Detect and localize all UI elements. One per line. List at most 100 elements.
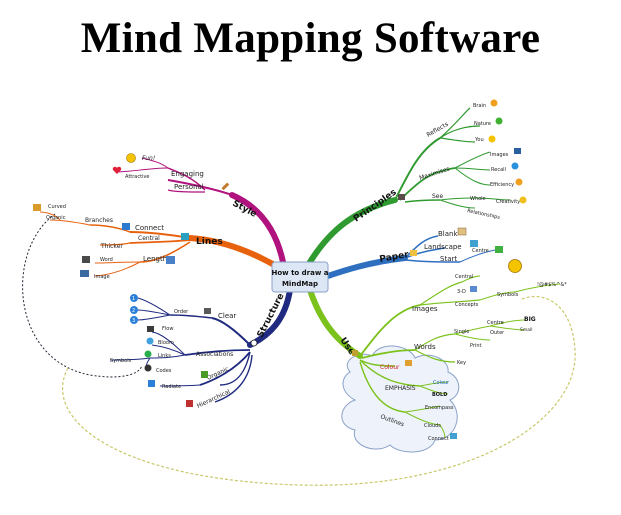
links-icon xyxy=(144,350,152,358)
structure-codes: Codes xyxy=(156,368,172,374)
use-symbols-glyphs: !@#$%^&* xyxy=(537,282,567,288)
branch-principles[interactable]: Principles Reflects Brain Nature You Max… xyxy=(307,99,527,265)
lines-curved: Curved xyxy=(48,204,66,210)
lines-word: Word xyxy=(100,257,113,263)
use-print: Print xyxy=(470,343,482,349)
structure-n2: 2 xyxy=(132,308,135,314)
center-node[interactable]: How to draw a MindMap xyxy=(271,261,329,293)
brain-icon xyxy=(490,99,498,107)
use-symbols: Symbols xyxy=(497,292,519,298)
number-three-icon xyxy=(130,316,138,324)
principles-images: Images xyxy=(490,152,509,158)
structure-n1: 1 xyxy=(132,296,135,302)
structure-symbols: Symbols xyxy=(110,358,132,364)
principles-icon xyxy=(398,194,405,200)
organic-icon xyxy=(201,371,208,378)
branch-lines[interactable]: Lines Connect Branches Curved Organic Ce… xyxy=(33,204,286,280)
principles-see: See xyxy=(432,193,444,200)
branch-style[interactable]: Style Engaging Fun! Attractive Personal xyxy=(112,153,286,265)
bloom-icon xyxy=(146,337,154,345)
use-icon xyxy=(352,350,358,356)
style-attractive: Attractive xyxy=(125,174,150,180)
use-emphasis: EMPHASIS xyxy=(385,385,416,392)
principles-creativity: Creativity xyxy=(496,199,520,205)
center-line1: How to draw a xyxy=(272,269,329,277)
use-concepts: Concepts xyxy=(455,302,479,308)
paper-landscape: Landscape xyxy=(424,243,462,251)
centre-icon xyxy=(495,246,503,253)
lines-image: Image xyxy=(94,274,110,280)
blank-icon xyxy=(457,227,467,236)
principles-you: You xyxy=(474,137,484,143)
dotted-link-lines xyxy=(22,213,143,378)
center-line2: MindMap xyxy=(282,280,318,288)
pen-icon xyxy=(221,182,230,191)
flow-icon xyxy=(147,326,154,332)
principles-brain: Brain xyxy=(473,103,486,109)
number-two-icon xyxy=(130,306,138,314)
branch-structure[interactable]: Structure Clear Order 1 2 3 Associations… xyxy=(109,287,293,410)
structure-associations: Associations xyxy=(196,351,233,358)
structure-n3: 3 xyxy=(132,318,135,324)
dotted-link-structure-use xyxy=(62,296,576,486)
principles-nature: Nature xyxy=(474,121,491,127)
lines-central: Central xyxy=(138,235,160,242)
image-icon xyxy=(80,270,89,277)
paper-centre: Centre xyxy=(472,248,489,254)
connect-cloud-icon xyxy=(450,433,457,439)
nature-icon xyxy=(495,117,503,125)
use-3d: 3-D xyxy=(457,289,466,295)
branch-use[interactable]: Use Images Central 3-D Concepts Symbols … xyxy=(307,274,567,453)
center-box xyxy=(271,261,329,293)
codes-icon xyxy=(144,364,152,372)
use-encompass: Encompass xyxy=(425,405,454,411)
structure-hierarchical: Hierarchical xyxy=(196,388,232,410)
colour-icon xyxy=(405,360,412,366)
structure-bloom: Bloom xyxy=(158,340,174,346)
use-words: Words xyxy=(414,343,436,351)
use-centre: Centre xyxy=(487,320,504,326)
structure-clear: Clear xyxy=(218,312,236,320)
radiate-icon xyxy=(148,380,155,387)
branches-icon xyxy=(33,204,41,211)
branch-paper[interactable]: Paper Blank Landscape Start Centre xyxy=(319,227,522,281)
paper-label: Paper xyxy=(379,250,410,265)
principles-recall: Recall xyxy=(491,167,506,173)
word-icon xyxy=(82,256,90,263)
3d-icon xyxy=(470,286,477,292)
cloud-outline xyxy=(341,345,460,453)
smiley-face-icon xyxy=(508,259,522,273)
use-outer: Outer xyxy=(490,330,505,336)
structure-order: Order xyxy=(174,309,189,315)
landscape-icon xyxy=(470,240,478,247)
number-one-icon xyxy=(130,294,138,302)
structure-flow: Flow xyxy=(162,326,173,332)
use-central: Central xyxy=(455,274,473,280)
use-images: Images xyxy=(412,305,438,313)
principles-efficiency: Efficiency xyxy=(490,182,514,188)
lines-length: Length xyxy=(143,255,167,263)
length-icon xyxy=(166,256,175,264)
smiley-icon xyxy=(126,153,136,163)
lines-branches: Branches xyxy=(85,217,113,224)
style-personal: Personal xyxy=(174,183,204,191)
principles-maximises: Maximises xyxy=(418,166,450,182)
hierarchical-icon xyxy=(186,400,193,407)
use-colour2: Colour xyxy=(433,380,450,386)
page-title: Mind Mapping Software xyxy=(80,15,541,62)
use-big: BIG xyxy=(524,316,536,323)
paper-start: Start xyxy=(440,255,457,263)
recall-icon xyxy=(511,162,519,170)
use-connect: Connect xyxy=(428,436,449,442)
efficiency-icon xyxy=(515,178,523,186)
images-icon xyxy=(514,148,521,154)
connect-icon xyxy=(122,223,130,230)
use-key: Key xyxy=(457,360,466,366)
creativity-icon xyxy=(519,196,527,204)
structure-eye-icon xyxy=(250,339,258,347)
lines-label: Lines xyxy=(196,237,223,247)
use-single: Single xyxy=(454,329,469,335)
lines-thicker: Thicker xyxy=(100,243,123,250)
principles-reflects: Reflects xyxy=(426,121,450,139)
